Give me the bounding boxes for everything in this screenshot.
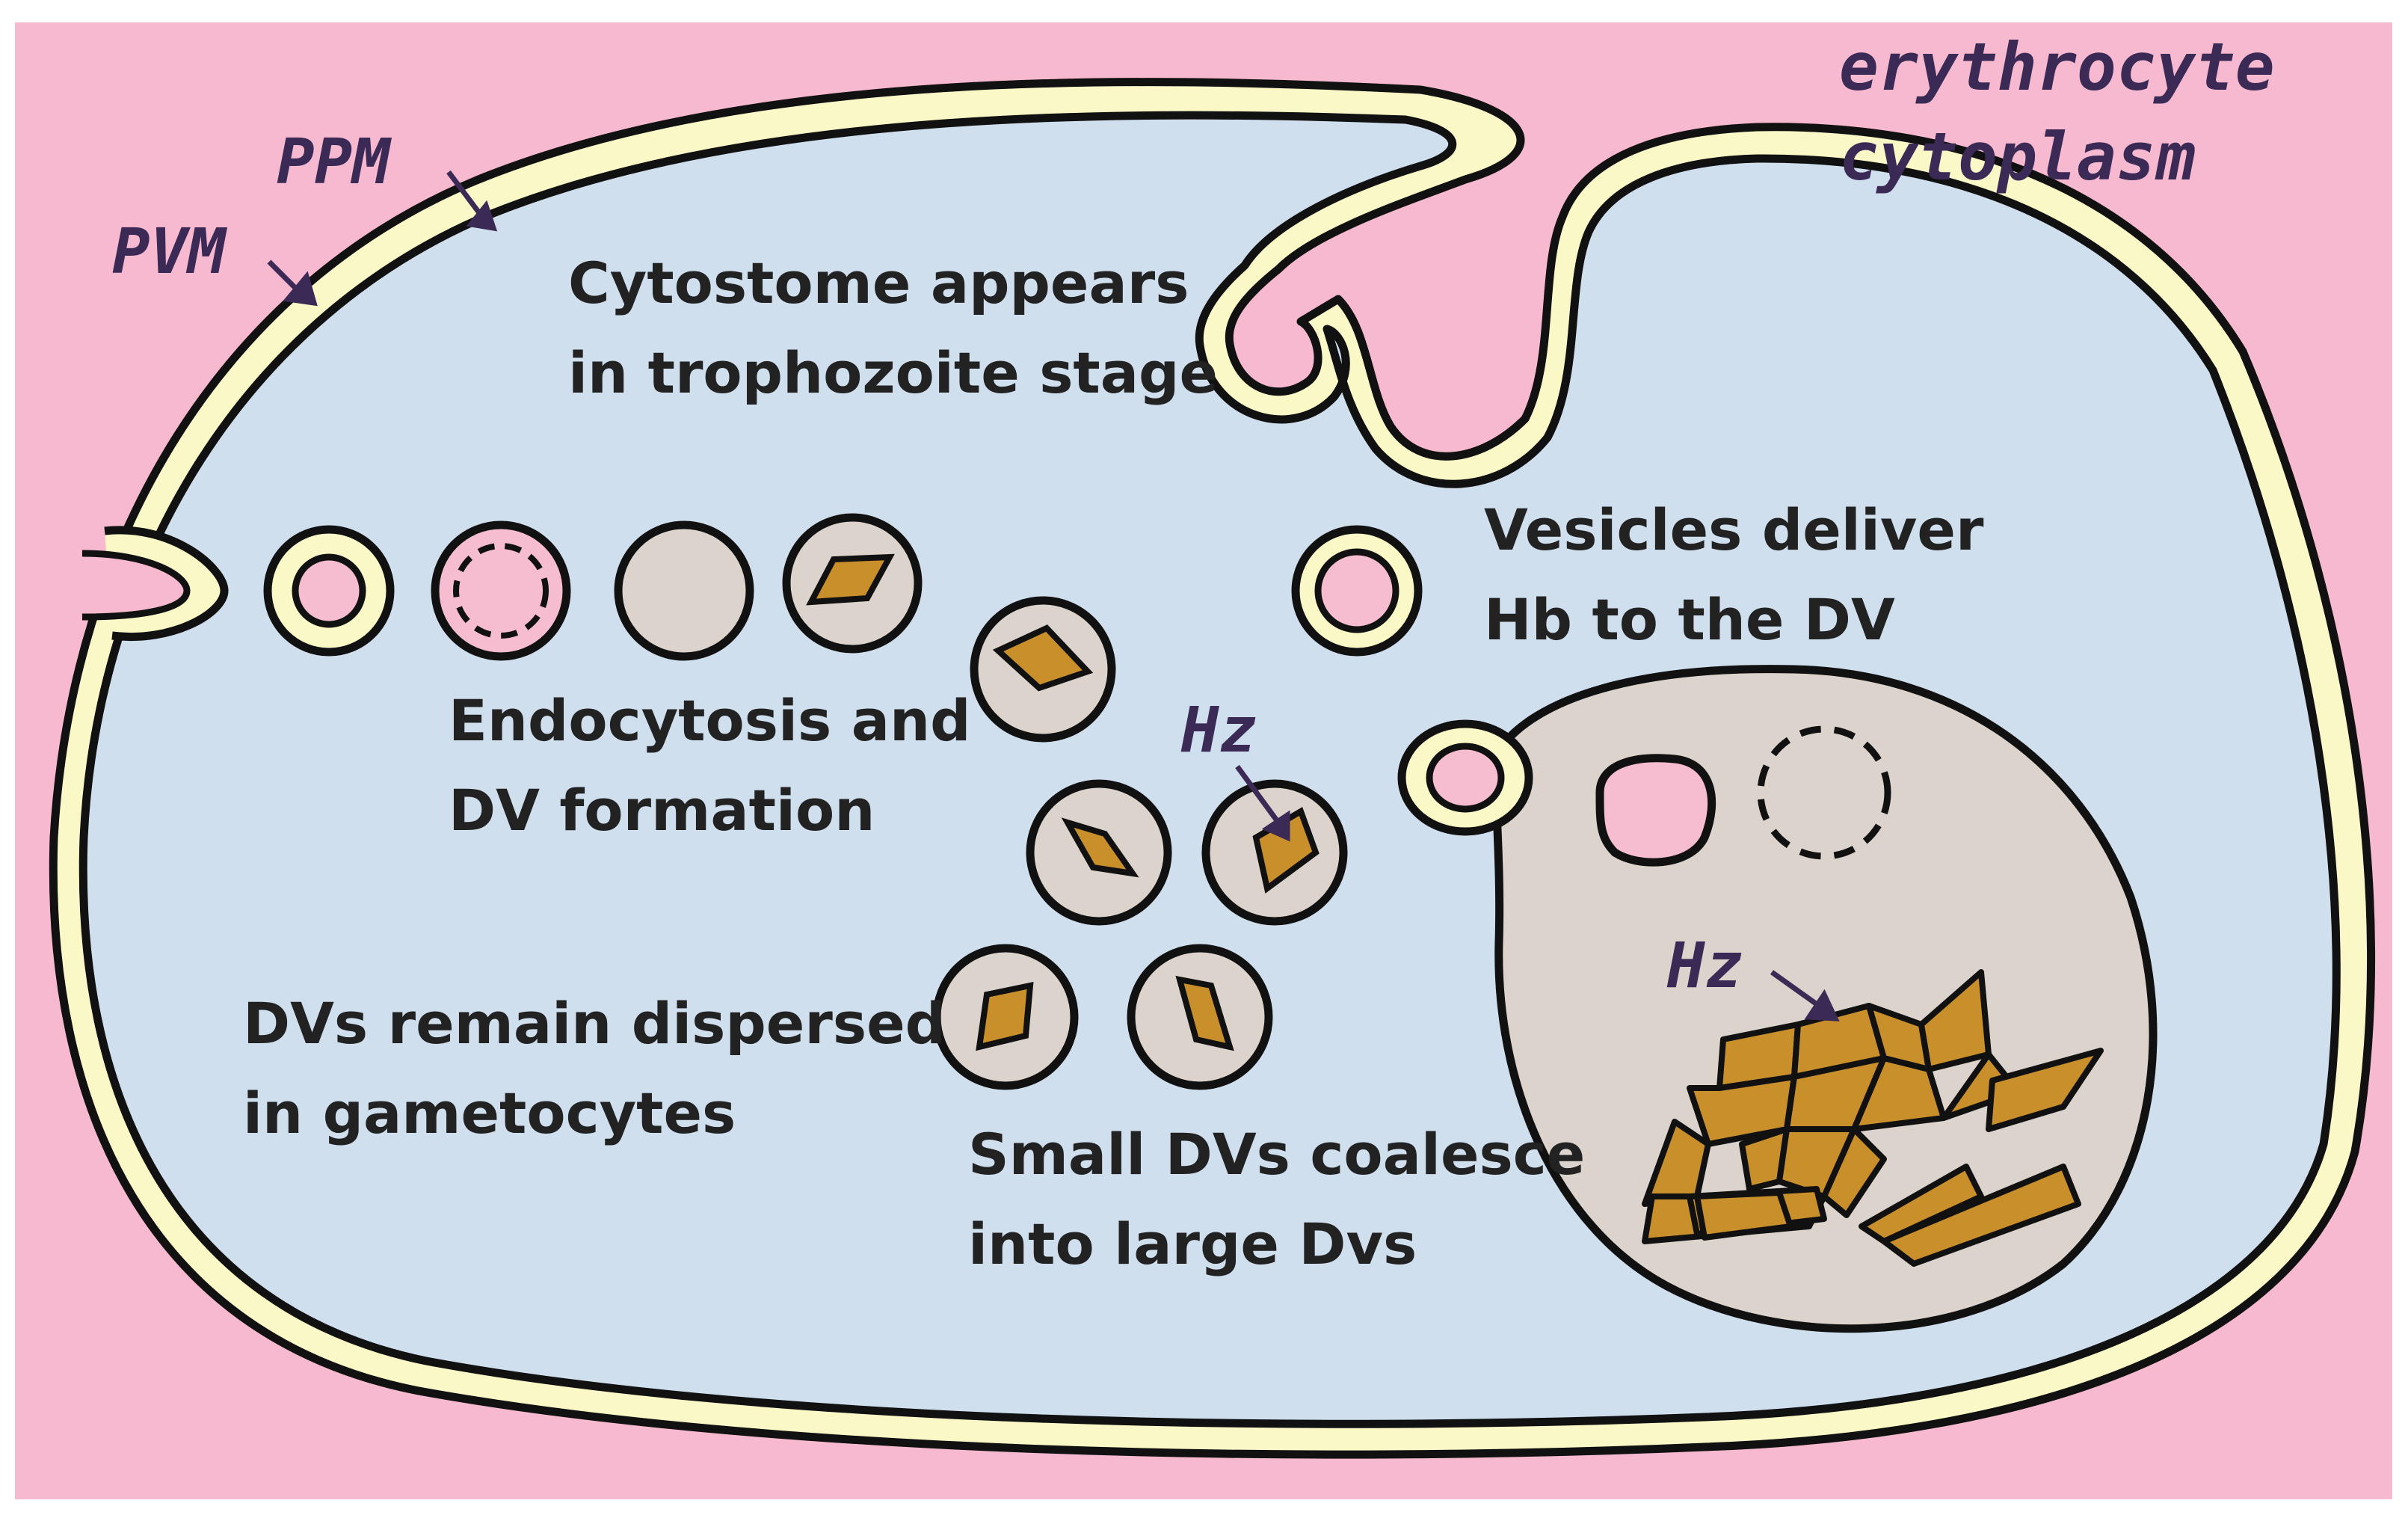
dissolving-vesicle xyxy=(1757,725,1891,860)
small-dv-6 xyxy=(1127,944,1273,1090)
hemozoin-crystal xyxy=(976,981,1034,1051)
pvm-arrow xyxy=(267,259,301,294)
small-dv-3 xyxy=(1026,779,1172,926)
hb-vesicle xyxy=(1291,525,1423,657)
hz-large-label: Hz xyxy=(1666,929,1743,1002)
coalesce-label-line1: Small DVs coalesce xyxy=(968,1121,1585,1187)
dispersed-label-line1: DVs remain dispersed xyxy=(243,990,946,1057)
annotation-arrows xyxy=(267,170,1840,1021)
hz-small-arrow xyxy=(1235,764,1281,825)
digestive-vacuole-early xyxy=(614,520,754,661)
coalesce-label-line2: into large Dvs xyxy=(968,1211,1417,1277)
dispersed-label-line2: in gametocytes xyxy=(243,1080,736,1146)
fusing-vesicle xyxy=(1397,719,1533,836)
hemozoin-crystal xyxy=(806,553,895,606)
ppm-label: PPM xyxy=(277,125,392,198)
endocytic-vesicle-1 xyxy=(263,525,395,657)
ppm-arrow xyxy=(446,170,484,219)
hemozoin-crystal xyxy=(1061,817,1139,878)
pvm-label: PVM xyxy=(112,215,227,288)
small-dv-1 xyxy=(782,513,923,654)
small-dv-2 xyxy=(970,596,1116,743)
membrane-notch-cut xyxy=(81,550,191,621)
cytostome-label-line2: in trophozoite stage xyxy=(568,339,1218,406)
small-dv-4 xyxy=(1201,779,1348,926)
hemozoin-crystal xyxy=(992,624,1094,692)
endocytosis-label-line1: Endocytosis and xyxy=(449,687,971,754)
vesicles-label-line2: Hb to the DV xyxy=(1484,586,1895,653)
small-dv-5 xyxy=(932,944,1079,1090)
vesicles-label-line1: Vesicles deliver xyxy=(1484,497,1984,563)
endocytic-vesicle-2 xyxy=(431,520,571,661)
endocytosis-label-line2: DV formation xyxy=(449,777,875,844)
hemozoin-crystal xyxy=(1175,975,1234,1051)
erythrocyte-label-line1: erythrocyte xyxy=(1839,28,2275,105)
erythrocyte-label-line2: cytoplasm xyxy=(1839,118,2196,195)
hz-small-label: Hz xyxy=(1180,693,1257,766)
cytostome-label-line1: Cytostome appears xyxy=(568,250,1189,316)
internalized-vesicle xyxy=(1595,754,1716,867)
hemozoin-cluster xyxy=(1642,969,2104,1267)
